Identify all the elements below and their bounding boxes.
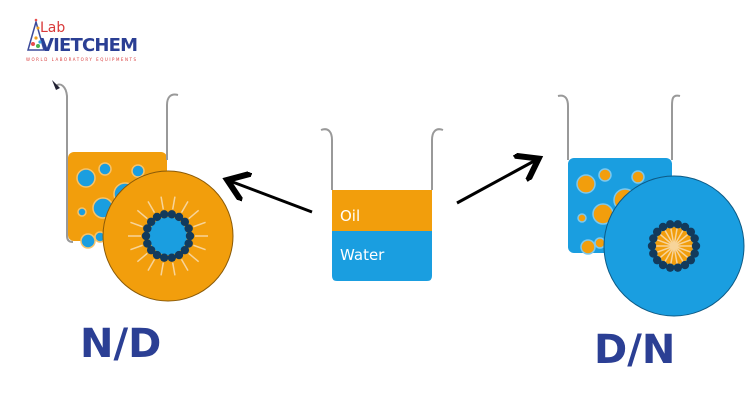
surfactant-head bbox=[180, 245, 190, 255]
micelle-core bbox=[149, 217, 187, 255]
logo-lab-text: Lab bbox=[40, 20, 65, 36]
surfactant-tail bbox=[664, 245, 675, 262]
surfactant-tail bbox=[673, 233, 689, 247]
surfactant-head bbox=[658, 260, 668, 270]
droplet bbox=[594, 237, 606, 249]
water-label: Water bbox=[340, 246, 385, 264]
surfactant-tail bbox=[171, 196, 176, 210]
surfactant-head bbox=[159, 210, 169, 219]
surfactant-head bbox=[649, 249, 658, 258]
surfactant-head bbox=[146, 245, 156, 255]
surfactant-head bbox=[180, 217, 190, 227]
arrow-left bbox=[230, 181, 313, 214]
oil-label: Oil bbox=[340, 207, 360, 225]
surfactant-tail bbox=[136, 252, 148, 263]
surfactant-tail bbox=[193, 221, 206, 228]
surfactant-tail bbox=[160, 196, 165, 210]
surfactant-head bbox=[658, 222, 668, 232]
surfactant-tail bbox=[160, 262, 165, 276]
surfactant-head bbox=[690, 234, 699, 243]
surfactant-head bbox=[690, 249, 699, 258]
surfactant-head bbox=[184, 239, 193, 248]
surfactant-tail bbox=[656, 239, 675, 247]
surfactant-tail bbox=[188, 209, 200, 220]
surfactant-head bbox=[174, 212, 184, 222]
surfactant-head bbox=[143, 224, 152, 233]
surfactant-tail bbox=[147, 200, 156, 213]
droplet bbox=[580, 239, 596, 255]
surfactant-tail bbox=[673, 230, 684, 247]
surfactant-head bbox=[185, 231, 195, 241]
surfactant-tail bbox=[130, 221, 143, 228]
surfactant-tail bbox=[656, 245, 675, 253]
surfactant-tail bbox=[147, 259, 156, 272]
nd-label: N/D bbox=[80, 321, 161, 367]
surfactant-tail bbox=[180, 200, 189, 213]
surfactant-head bbox=[649, 234, 658, 243]
droplet bbox=[598, 168, 612, 182]
surfactant-tail bbox=[659, 233, 675, 247]
surfactant-head bbox=[686, 255, 696, 265]
surfactant-head bbox=[184, 224, 193, 233]
droplet bbox=[80, 233, 96, 249]
surfactant-tail bbox=[673, 239, 692, 247]
surfactant-tail bbox=[664, 230, 675, 247]
surfactant-head bbox=[665, 263, 675, 272]
surfactant-tail bbox=[673, 245, 678, 264]
logo-main-text: VIETCHEM bbox=[40, 35, 138, 56]
surfactant-head bbox=[665, 220, 675, 229]
surfactant-tail bbox=[180, 259, 189, 272]
surfactant-head bbox=[680, 260, 690, 270]
surfactant-tail bbox=[188, 252, 200, 263]
droplet bbox=[577, 213, 587, 223]
surfactant-head bbox=[152, 250, 162, 260]
surfactant-tail bbox=[659, 245, 675, 259]
surfactant-tail bbox=[136, 209, 148, 220]
surfactant-head bbox=[143, 239, 152, 248]
droplet bbox=[76, 168, 96, 188]
surfactant-tail bbox=[673, 245, 689, 259]
droplet bbox=[631, 170, 645, 184]
vietchem-logo: Lab VIETCHEM WORLD LABORATORY EQUIPMENTS bbox=[26, 18, 138, 62]
surfactant-tail bbox=[673, 245, 692, 253]
water-layer bbox=[332, 231, 432, 281]
surfactant-tail bbox=[670, 245, 675, 264]
surfactant-head bbox=[673, 263, 683, 272]
arrow-right bbox=[456, 160, 536, 205]
surfactant-head bbox=[686, 227, 696, 237]
right-magnified-circle bbox=[603, 175, 745, 317]
surfactant-tail bbox=[670, 228, 675, 247]
droplet bbox=[576, 174, 596, 194]
surfactant-head bbox=[159, 253, 169, 262]
logo-tagline: WORLD LABORATORY EQUIPMENTS bbox=[26, 57, 136, 62]
reverse-micelle bbox=[128, 196, 208, 276]
droplet bbox=[98, 162, 112, 176]
normal-micelle bbox=[647, 220, 701, 272]
surfactant-head bbox=[652, 255, 662, 265]
left-magnified-circle bbox=[102, 170, 234, 302]
surfactant-head bbox=[647, 241, 657, 251]
surfactant-tail bbox=[130, 244, 143, 251]
middle-beaker: Oil Water bbox=[320, 128, 444, 281]
surfactant-tail bbox=[171, 262, 176, 276]
surfactant-head bbox=[673, 220, 683, 229]
surfactant-tail bbox=[193, 244, 206, 251]
droplet bbox=[131, 164, 145, 178]
surfactant-head bbox=[174, 250, 184, 260]
surfactant-head bbox=[141, 231, 151, 241]
surfactant-head bbox=[146, 217, 156, 227]
oil-layer bbox=[332, 190, 432, 231]
dn-label: D/N bbox=[594, 327, 675, 373]
surfactant-tail bbox=[673, 245, 684, 262]
surfactant-head bbox=[680, 222, 690, 232]
surfactant-head bbox=[167, 253, 177, 262]
surfactant-head bbox=[152, 212, 162, 222]
surfactant-head bbox=[652, 227, 662, 237]
surfactant-head bbox=[167, 210, 177, 219]
surfactant-head bbox=[691, 241, 701, 251]
droplet bbox=[77, 207, 87, 217]
surfactant-tail bbox=[673, 228, 678, 247]
